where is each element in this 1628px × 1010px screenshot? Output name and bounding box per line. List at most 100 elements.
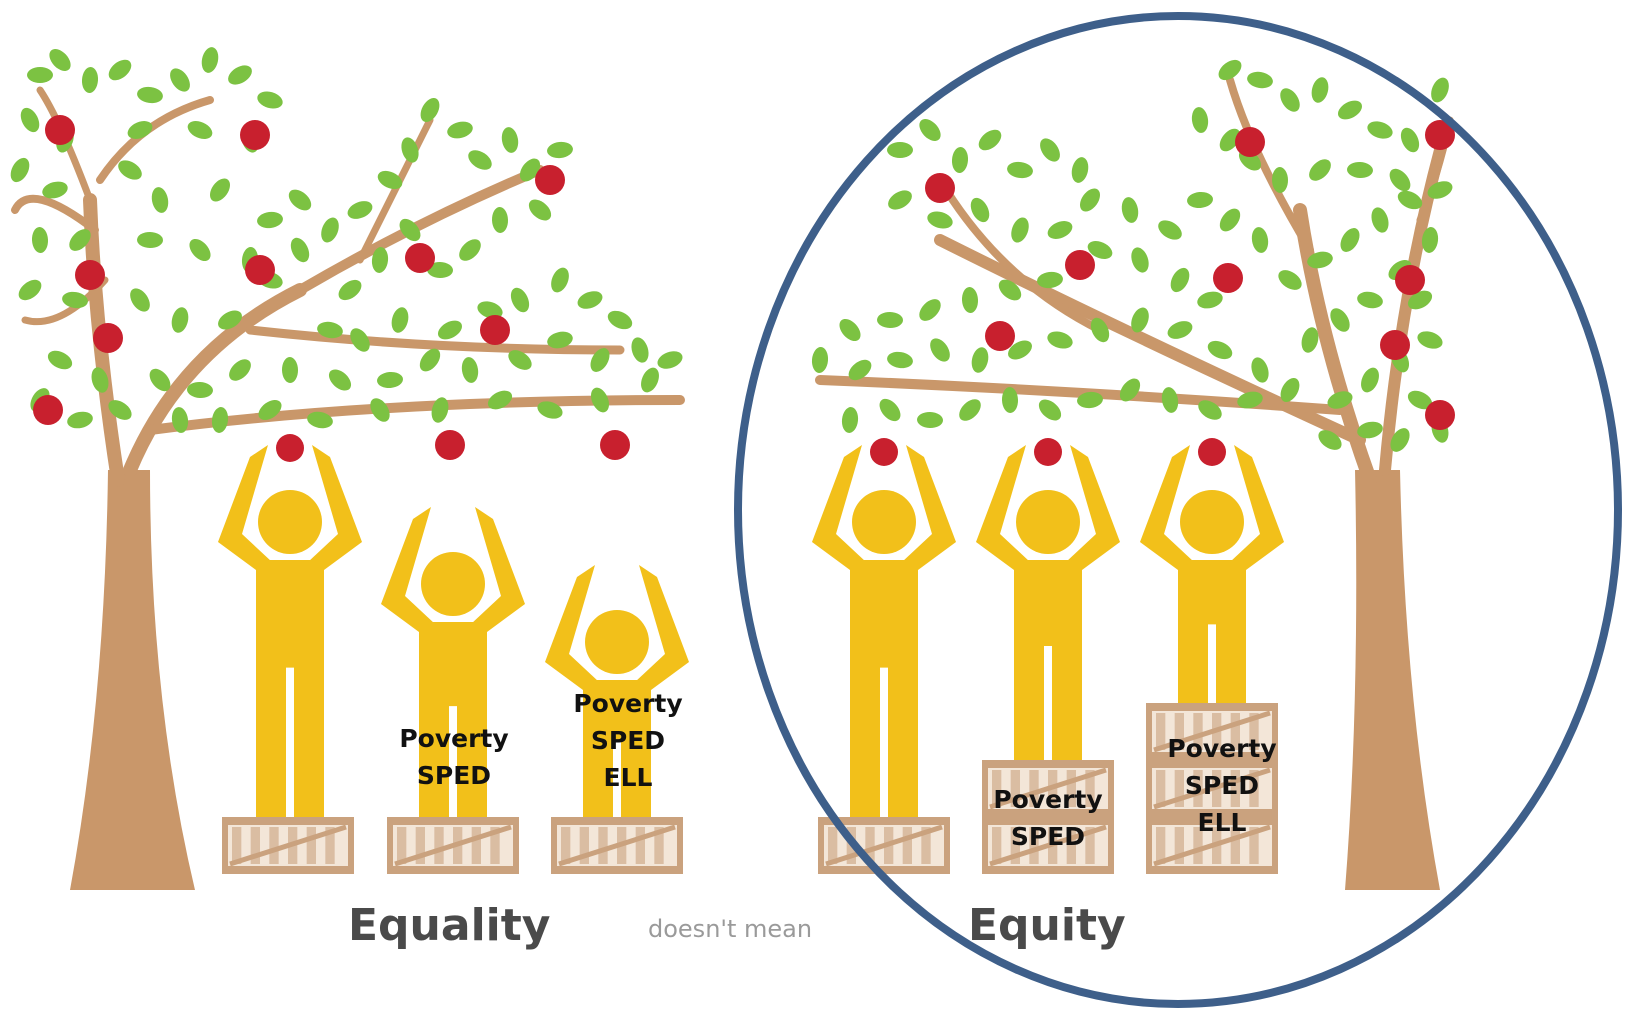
leaf [431,397,449,423]
leaf [631,337,649,363]
apple [1235,127,1265,157]
leaf [229,359,251,381]
leaf [487,390,513,410]
leaf [1427,181,1453,199]
leaf [307,411,333,429]
leaf [971,347,989,373]
leaf [1417,331,1443,349]
leaf [371,247,389,273]
leaf [657,351,683,369]
leaf [961,287,979,313]
leaf [491,207,509,233]
leaf [321,217,339,243]
person-figure [976,445,1120,760]
leaf [477,301,503,319]
leaf [607,310,633,330]
held-apple [276,434,304,462]
leaf [841,407,859,433]
leaf [998,279,1022,301]
apple [925,173,955,203]
leaf [69,229,91,251]
left-tree-leaves [10,47,683,433]
leaf [1247,71,1273,89]
leaf [919,119,941,141]
leaf [391,307,409,333]
leaf [459,239,481,261]
leaf [257,91,283,109]
person-figure [381,507,525,817]
leaf [377,170,403,190]
apple [480,315,510,345]
leaf [1397,190,1423,210]
leaf [1421,227,1439,253]
leaf [67,411,93,429]
crate [1146,817,1278,874]
leaf [839,318,861,342]
apple [1065,250,1095,280]
leaf [1390,428,1410,452]
leaf [468,150,492,170]
leaf [1311,77,1329,103]
apple [1380,330,1410,360]
leaf [18,279,42,301]
leaf [118,160,142,180]
leaf [187,120,213,140]
apple [245,255,275,285]
leaf [1191,107,1209,133]
leaf [81,67,99,93]
leaf [537,401,563,419]
crate [1146,760,1278,817]
leaf [1038,399,1062,421]
leaf [1079,188,1101,212]
leaf [1158,220,1182,240]
leaf [170,68,190,92]
leaf [130,288,150,312]
leaf [919,299,941,321]
leaf [1431,77,1449,103]
leaf [1198,400,1222,420]
leaf [551,267,569,293]
apple [535,165,565,195]
leaf [577,291,603,309]
leaf [917,411,943,429]
apple [75,260,105,290]
apple [240,120,270,150]
leaf [930,338,950,362]
leaf [1121,197,1139,223]
leaf [1131,307,1149,333]
leaf [338,279,362,301]
leaf [811,347,829,373]
leaf [887,351,913,369]
equality-person3-label: Poverty SPED ELL [573,689,683,792]
leaf [1047,221,1073,239]
leaf [290,237,310,263]
leaf [959,399,981,421]
leaf [1301,327,1319,353]
apple [600,430,630,460]
leaf [978,129,1002,151]
leaf [288,189,312,211]
leaf [927,211,953,229]
leaf [501,127,519,153]
leaf [189,238,211,262]
leaf [1090,317,1110,343]
leaf [20,107,40,133]
held-apples [276,434,1226,466]
leaf [590,387,610,413]
leaf [1187,191,1213,209]
leaf [149,368,171,392]
leaf [519,158,541,182]
crates [222,703,1278,874]
doesnt-mean-caption: doesn't mean [648,915,813,943]
leaf [1407,390,1433,410]
leaf [1131,247,1149,273]
held-apple [870,438,898,466]
leaf [1271,167,1289,193]
leaf [1001,387,1019,413]
leaf [547,331,573,349]
apple [1425,120,1455,150]
leaf [1371,207,1389,233]
leaf [377,371,403,389]
leaf [1361,367,1379,393]
